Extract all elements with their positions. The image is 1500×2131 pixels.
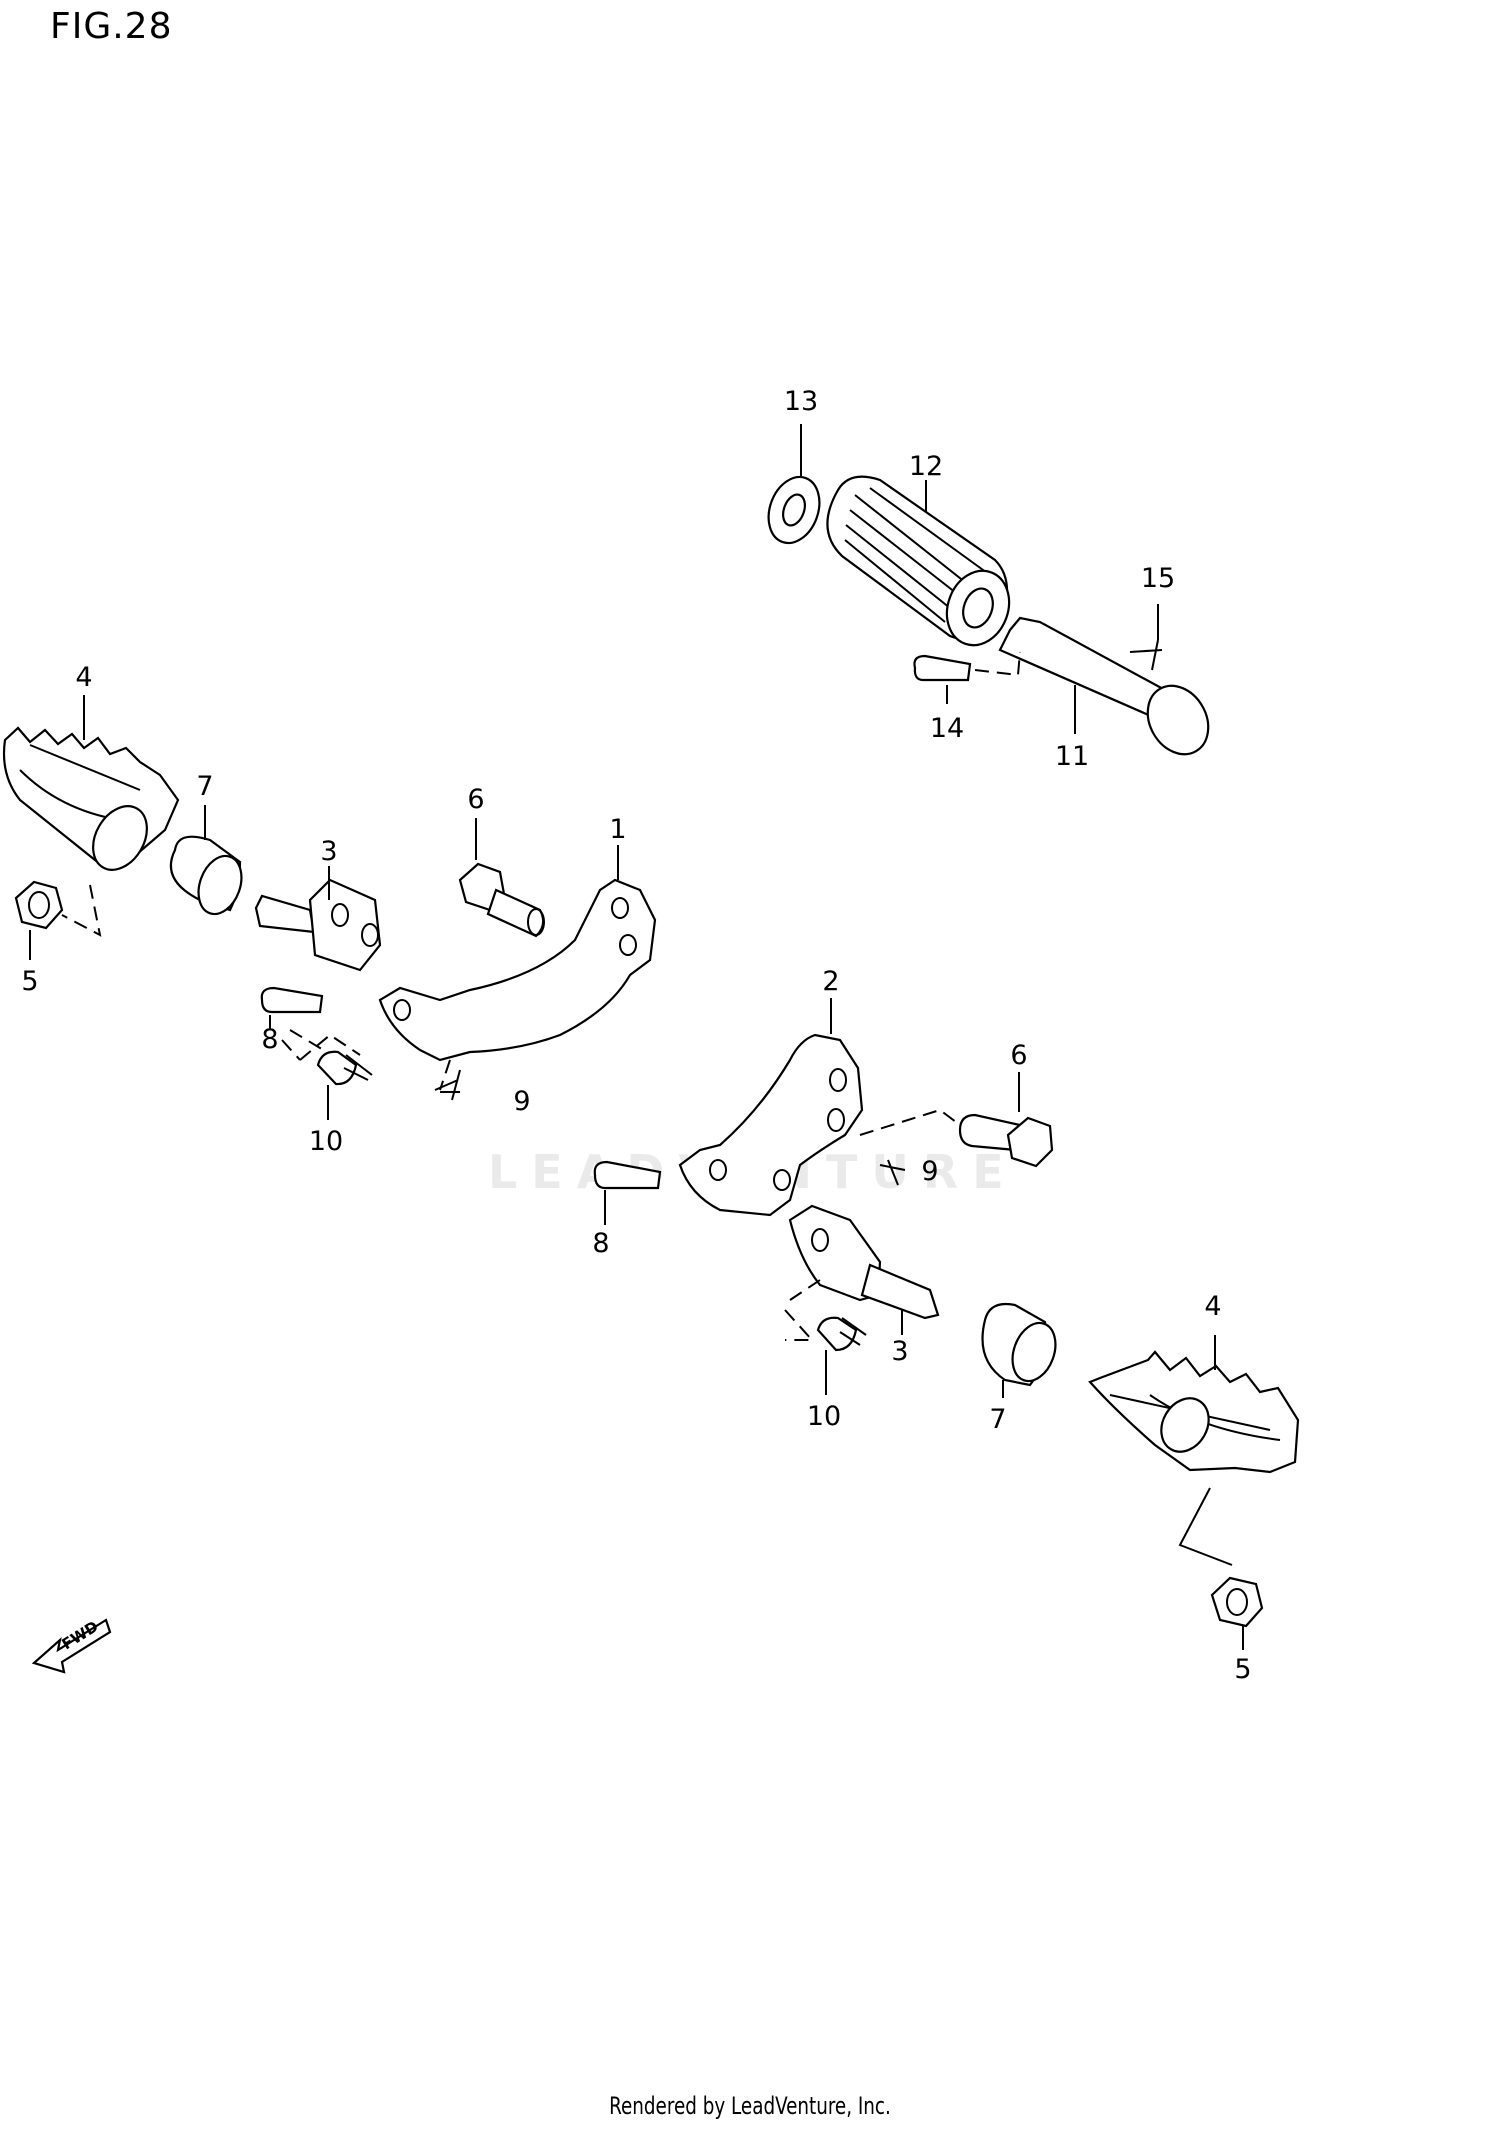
washer-13[interactable] — [760, 470, 828, 550]
callout-4-right: 4 — [1204, 1291, 1221, 1322]
callout-5-right: 5 — [1234, 1654, 1251, 1685]
callout-3-left: 3 — [320, 836, 337, 867]
callout-4-left: 4 — [75, 662, 92, 693]
bolt-8-right[interactable] — [593, 1160, 662, 1190]
cotter-9-right[interactable] — [879, 1159, 906, 1186]
shaft-3-left[interactable] — [254, 878, 382, 972]
callout-9-left: 9 — [513, 1086, 530, 1117]
bracket-1[interactable] — [378, 878, 657, 1062]
callout-10-right: 10 — [807, 1401, 841, 1432]
callout-7-right: 7 — [989, 1404, 1006, 1435]
shaft-3-right[interactable] — [788, 1204, 940, 1320]
callout-1: 1 — [609, 814, 626, 845]
callout-6-right: 6 — [1010, 1040, 1027, 1071]
callout-3-right: 3 — [891, 1336, 908, 1367]
pin-15[interactable] — [1129, 639, 1163, 671]
footrest-bar-11[interactable] — [998, 616, 1220, 765]
callout-15: 15 — [1141, 563, 1175, 594]
pin-10-left[interactable] — [316, 1050, 373, 1086]
nut-5-left[interactable] — [14, 880, 64, 930]
forward-arrow-icon: FWD — [31, 1617, 112, 1674]
footrest-rubber-12[interactable] — [826, 475, 1019, 654]
callout-14: 14 — [930, 713, 964, 744]
nut-5-right[interactable] — [1210, 1576, 1264, 1628]
callout-7-left: 7 — [196, 771, 213, 802]
bolt-6-right[interactable] — [958, 1113, 1054, 1168]
collar-7-left[interactable] — [169, 835, 249, 920]
callout-12: 12 — [909, 451, 943, 482]
footer-credit: Rendered by LeadVenture, Inc. — [609, 2092, 891, 2120]
bolt-6-left[interactable] — [458, 862, 545, 938]
bracket-2[interactable] — [678, 1033, 864, 1217]
callout-5-left: 5 — [21, 966, 38, 997]
bolt-14[interactable] — [913, 654, 972, 682]
callout-13: 13 — [784, 386, 818, 417]
callout-9-right: 9 — [921, 1156, 938, 1187]
figure-title: FIG.28 — [50, 6, 173, 47]
footpeg-4-left[interactable] — [2, 726, 180, 879]
pin-10-right[interactable] — [816, 1316, 867, 1352]
footpeg-4-right[interactable] — [1088, 1350, 1300, 1474]
collar-7-right[interactable] — [981, 1302, 1064, 1387]
callout-10-left: 10 — [309, 1126, 343, 1157]
cotter-9-left[interactable] — [434, 1069, 461, 1101]
callout-11: 11 — [1055, 741, 1089, 772]
callout-2: 2 — [822, 966, 839, 997]
bolt-8-left[interactable] — [260, 986, 324, 1014]
callout-8-left: 8 — [261, 1024, 278, 1055]
callout-6-left: 6 — [467, 784, 484, 815]
callout-8-right: 8 — [592, 1228, 609, 1259]
